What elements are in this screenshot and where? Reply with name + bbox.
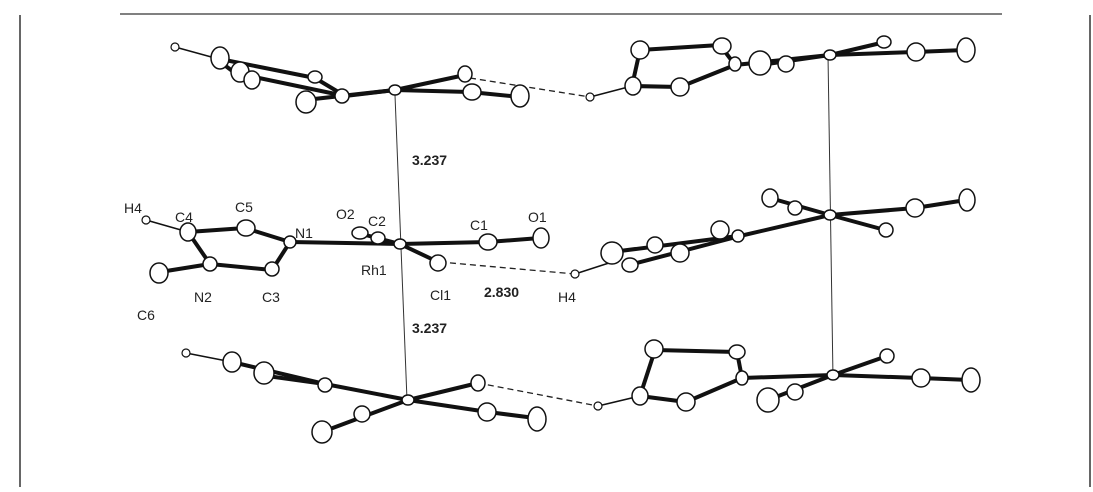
distance-upper: 3.237 (412, 152, 447, 168)
label-c5: C5 (235, 199, 253, 215)
distance-hbond: 2.830 (484, 284, 519, 300)
label-h4-right: H4 (558, 289, 576, 305)
label-c6: C6 (137, 307, 155, 323)
molecule-bottom-left (181, 348, 547, 444)
distance-lower: 3.237 (412, 320, 447, 336)
hbond-top (469, 77, 591, 98)
molecule-bottom-right (593, 339, 981, 413)
molecule-top-left (170, 42, 530, 114)
label-c2: C2 (368, 213, 386, 229)
hbond-middle (439, 261, 576, 275)
label-o1: O1 (528, 209, 547, 225)
hbond-bottom (477, 382, 599, 407)
label-o2: O2 (336, 206, 355, 222)
molecule-middle-right (570, 188, 976, 279)
label-n2: N2 (194, 289, 212, 305)
molecule-middle-labelled (141, 215, 550, 284)
label-c4: C4 (175, 209, 193, 225)
label-n1: N1 (295, 225, 313, 241)
label-h4-left: H4 (124, 200, 142, 216)
label-cl1: Cl1 (430, 287, 451, 303)
molecule-top-right (585, 35, 976, 102)
label-c3: C3 (262, 289, 280, 305)
label-c1: C1 (470, 217, 488, 233)
label-rh1: Rh1 (361, 262, 387, 278)
